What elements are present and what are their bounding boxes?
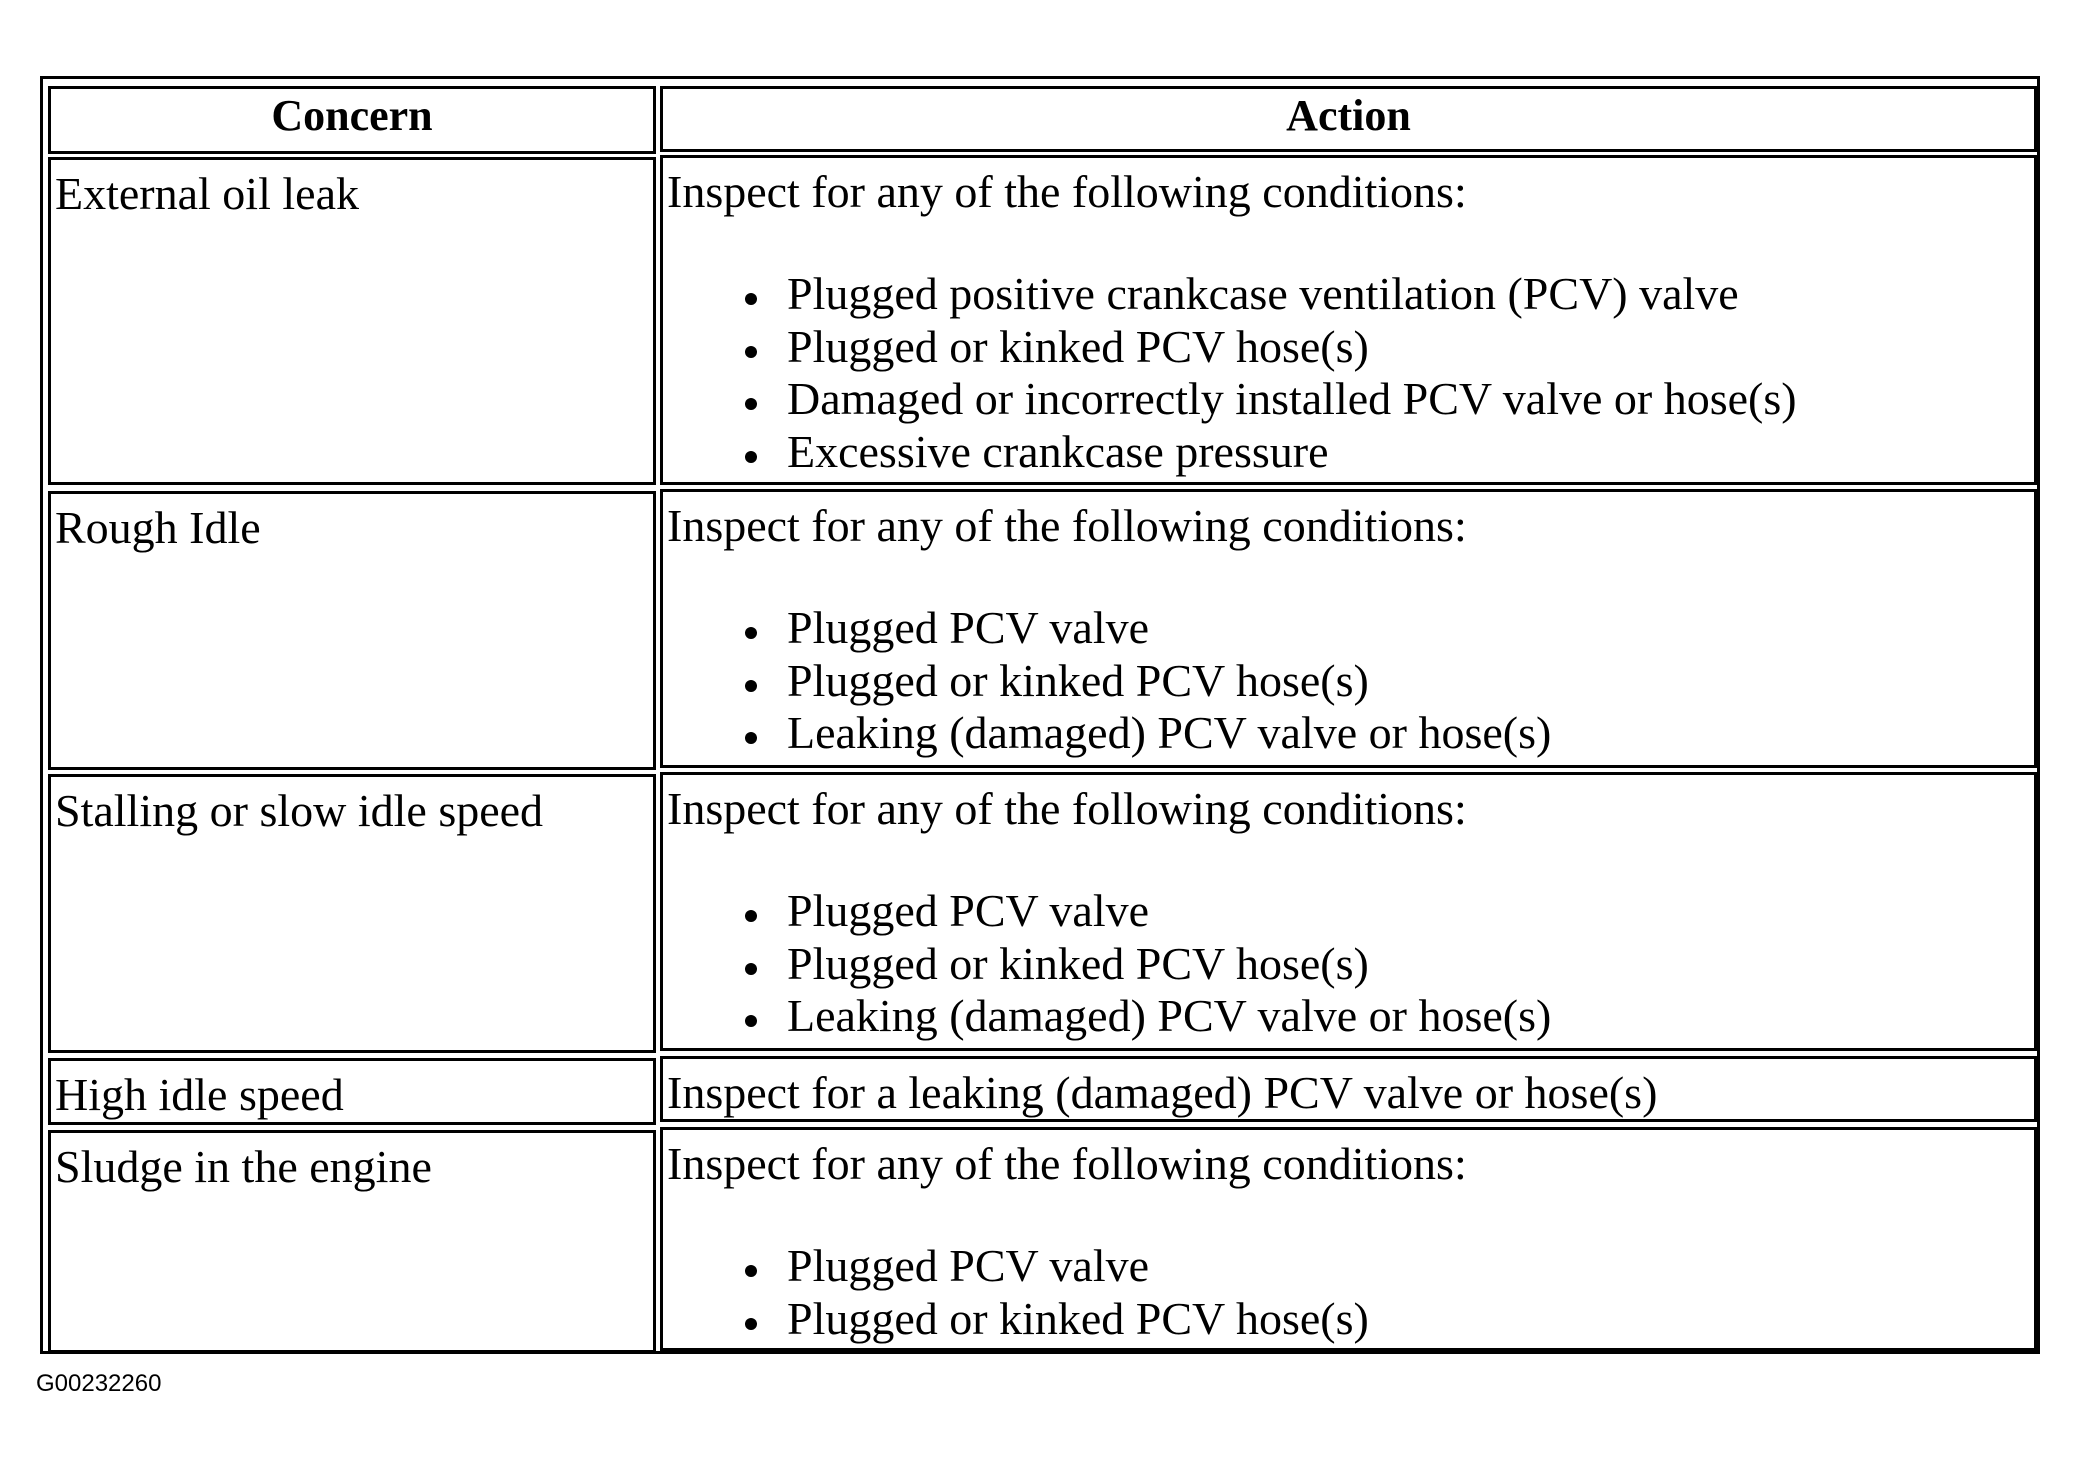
list-item: Plugged PCV valve xyxy=(663,602,1551,655)
list-item: Excessive crankcase pressure xyxy=(663,426,1797,479)
list-item-text: Plugged or kinked PCV hose(s) xyxy=(787,654,1369,706)
table-row-concern: Rough Idle xyxy=(48,491,656,770)
figure-id: G00232260 xyxy=(36,1370,162,1397)
table-row-action: Inspect for a leaking (damaged) PCV valv… xyxy=(660,1056,2037,1122)
list-item: Plugged PCV valve xyxy=(663,885,1551,938)
action-intro: Inspect for any of the following conditi… xyxy=(667,166,1467,217)
table-row-concern: Stalling or slow idle speed xyxy=(48,774,656,1053)
action-intro: Inspect for any of the following conditi… xyxy=(667,1138,1467,1189)
list-item-text: Leaking (damaged) PCV valve or hose(s) xyxy=(787,990,1552,1041)
table-row-action: Inspect for any of the following conditi… xyxy=(660,489,2037,768)
list-item: Leaking (damaged) PCV valve or hose(s) xyxy=(663,990,1551,1043)
bullet-icon xyxy=(745,1265,757,1277)
header-action: Action xyxy=(660,86,2037,152)
header-concern: Concern xyxy=(48,86,656,154)
list-item: Plugged or kinked PCV hose(s) xyxy=(663,321,1797,374)
header-concern-label: Concern xyxy=(271,91,433,140)
list-item: Plugged PCV valve xyxy=(663,1240,1369,1293)
condition-list: Plugged PCV valve Plugged or kinked PCV … xyxy=(663,1240,1369,1345)
bullet-icon xyxy=(745,1015,757,1027)
table-row-action: Inspect for any of the following conditi… xyxy=(660,1127,2037,1351)
list-item-text: Plugged PCV valve xyxy=(787,885,1150,936)
condition-list: Plugged positive crankcase ventilation (… xyxy=(663,268,1797,478)
list-item-text: Plugged PCV valve xyxy=(787,1240,1150,1291)
table-row-action: Inspect for any of the following conditi… xyxy=(660,772,2037,1051)
list-item: Leaking (damaged) PCV valve or hose(s) xyxy=(663,707,1551,760)
bullet-icon xyxy=(745,1317,757,1330)
concern-text: Sludge in the engine xyxy=(55,1141,432,1192)
concern-text: Stalling or slow idle speed xyxy=(55,785,544,836)
list-item: Plugged or kinked PCV hose(s) xyxy=(663,655,1551,708)
table-row-concern: External oil leak xyxy=(48,157,656,485)
list-item-text: Plugged PCV valve xyxy=(787,602,1150,653)
list-item-text: Damaged or incorrectly installed PCV val… xyxy=(787,373,1797,424)
bullet-icon xyxy=(745,345,757,358)
condition-list: Plugged PCV valve Plugged or kinked PCV … xyxy=(663,885,1551,1043)
bullet-icon xyxy=(745,910,757,922)
list-item-text: Excessive crankcase pressure xyxy=(787,425,1329,477)
bullet-icon xyxy=(745,732,757,744)
list-item: Plugged positive crankcase ventilation (… xyxy=(663,268,1797,321)
list-item-text: Plugged or kinked PCV hose(s) xyxy=(787,1292,1369,1344)
list-item-text: Leaking (damaged) PCV valve or hose(s) xyxy=(787,707,1552,758)
list-item-text: Plugged positive crankcase ventilation (… xyxy=(787,268,1739,319)
table-row-concern: High idle speed xyxy=(48,1058,656,1125)
list-item: Plugged or kinked PCV hose(s) xyxy=(663,938,1551,991)
action-intro: Inspect for a leaking (damaged) PCV valv… xyxy=(667,1067,1658,1118)
concern-text: Rough Idle xyxy=(55,502,261,553)
diagnosis-table xyxy=(40,76,2040,1354)
bullet-icon xyxy=(745,398,757,410)
condition-list: Plugged PCV valve Plugged or kinked PCV … xyxy=(663,602,1551,760)
bullet-icon xyxy=(745,962,757,975)
bullet-icon xyxy=(745,679,757,692)
list-item-text: Plugged or kinked PCV hose(s) xyxy=(787,320,1369,372)
action-intro: Inspect for any of the following conditi… xyxy=(667,783,1467,834)
bullet-icon xyxy=(745,293,757,305)
list-item: Damaged or incorrectly installed PCV val… xyxy=(663,373,1797,426)
concern-text: High idle speed xyxy=(55,1069,344,1120)
concern-text: External oil leak xyxy=(55,168,359,219)
table-row-action: Inspect for any of the following conditi… xyxy=(660,155,2037,485)
list-item: Plugged or kinked PCV hose(s) xyxy=(663,1293,1369,1346)
header-action-label: Action xyxy=(1286,91,1411,140)
bullet-icon xyxy=(745,627,757,639)
table-row-concern: Sludge in the engine xyxy=(48,1130,656,1353)
action-intro: Inspect for any of the following conditi… xyxy=(667,500,1467,551)
bullet-icon xyxy=(745,450,757,463)
list-item-text: Plugged or kinked PCV hose(s) xyxy=(787,937,1369,989)
